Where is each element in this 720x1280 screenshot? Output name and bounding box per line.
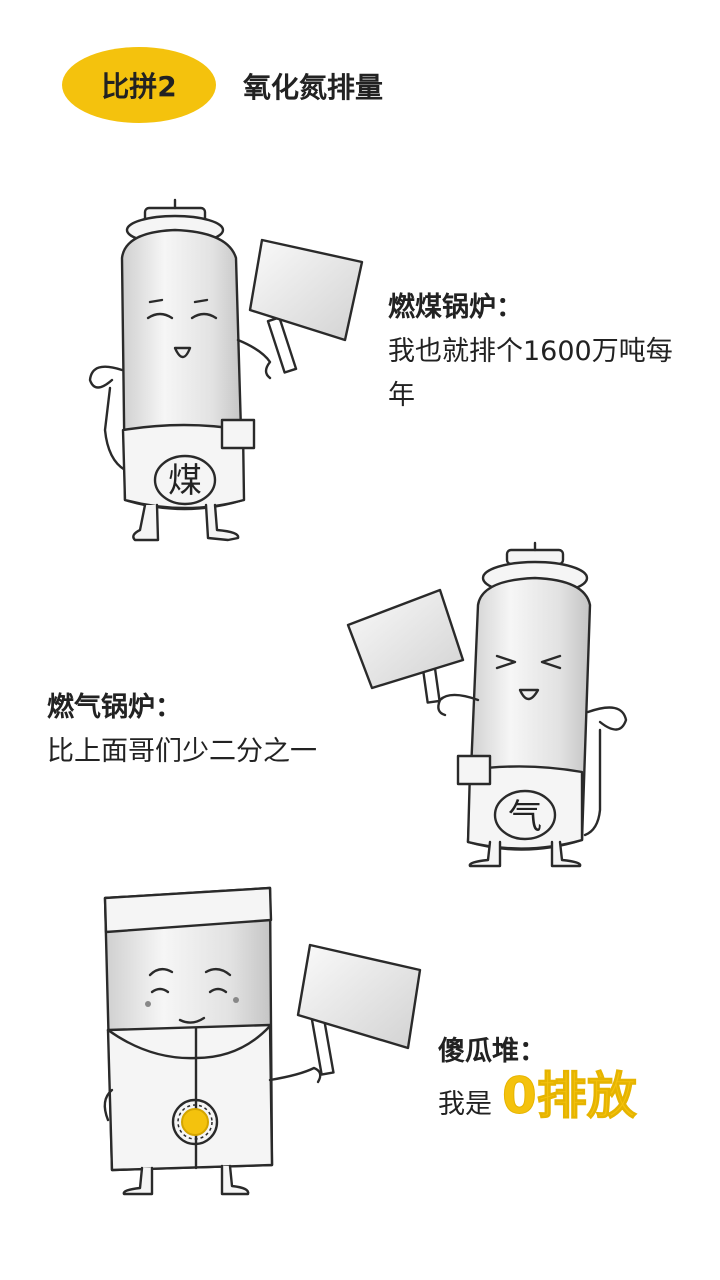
comparison-badge: 比拼2: [62, 47, 216, 123]
reactor-emblem-icon: [171, 1098, 219, 1146]
gas-boiler-character: 气: [346, 541, 628, 868]
reactor-character: [103, 886, 422, 1196]
coal-label: 煤: [168, 461, 202, 501]
coal-boiler-character: 煤: [88, 198, 364, 542]
coal-boiler-line-1: 我也就排个1600万吨每: [388, 336, 673, 367]
coal-boiler-hammer-icon: [248, 238, 364, 342]
reactor-speech: 傻瓜堆： 我是 0排放: [438, 1030, 708, 1127]
gas-boiler-name: 燃气锅炉：: [47, 692, 182, 723]
zero-emission-highlight: 0排放: [502, 1067, 638, 1125]
gas-boiler-line-1: 比上面哥们少二分之一: [47, 736, 317, 767]
reactor-name: 傻瓜堆：: [438, 1036, 546, 1067]
reactor-hammer-icon: [296, 943, 422, 1050]
reactor-line: 我是 0排放: [438, 1067, 708, 1127]
coal-boiler-line-2: 年: [388, 380, 415, 411]
gas-label: 气: [508, 797, 542, 837]
gas-label-circle: [493, 789, 557, 841]
gas-boiler-hammer-icon: [346, 588, 465, 690]
reactor-prefix: 我是: [438, 1089, 492, 1120]
coal-label-circle: [153, 454, 217, 506]
gas-boiler-speech: 燃气锅炉： 比上面哥们少二分之一: [47, 686, 347, 774]
section-title: 氧化氮排量: [243, 71, 384, 104]
badge-label: 比拼2: [101, 70, 177, 103]
coal-boiler-name: 燃煤锅炉：: [388, 292, 523, 323]
coal-boiler-speech: 燃煤锅炉： 我也就排个1600万吨每 年: [388, 286, 708, 418]
